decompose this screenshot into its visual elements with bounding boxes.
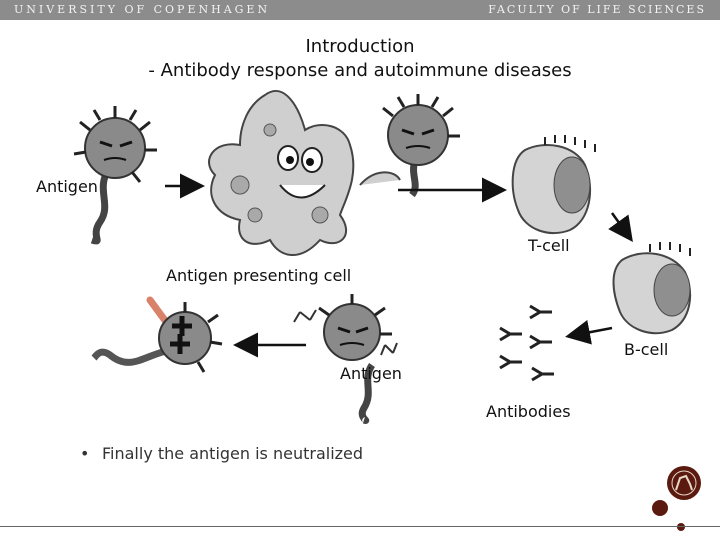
label-b-cell: B-cell	[624, 340, 669, 359]
bullet-dot: •	[80, 444, 90, 463]
antigen-presenting-cell	[208, 90, 355, 256]
antibodies-cluster	[499, 304, 554, 382]
university-name: UNIVERSITY OF COPENHAGEN	[14, 3, 271, 16]
antigen-germ-held	[359, 94, 460, 198]
label-t-cell: T-cell	[528, 236, 570, 255]
slide-title: Introduction	[305, 36, 415, 57]
label-antibodies: Antibodies	[486, 402, 571, 421]
university-logo	[652, 466, 701, 531]
label-antigen-left: Antigen	[36, 177, 98, 196]
header-bar: UNIVERSITY OF COPENHAGEN FACULTY OF LIFE…	[0, 0, 720, 20]
faculty-name: FACULTY OF LIFE SCIENCES	[488, 3, 706, 16]
b-cell	[612, 242, 692, 335]
neutralized-antigen	[91, 296, 223, 373]
label-antigen-presenting-cell: Antigen presenting cell	[166, 266, 352, 285]
t-cell	[511, 135, 596, 235]
bullet-item: • Finally the antigen is neutralized	[80, 444, 363, 463]
slide-subtitle: - Antibody response and autoimmune disea…	[148, 60, 572, 81]
arrow-tcell-to-bcell	[608, 212, 633, 243]
antigen-germ-middle	[293, 294, 398, 424]
arrow-bcell-to-antibodies	[565, 319, 613, 345]
label-antigen-middle: Antigen	[340, 364, 402, 383]
footer-rule	[0, 526, 720, 527]
bullet-text: Finally the antigen is neutralized	[102, 444, 364, 463]
antigen-germ-left	[73, 106, 157, 245]
